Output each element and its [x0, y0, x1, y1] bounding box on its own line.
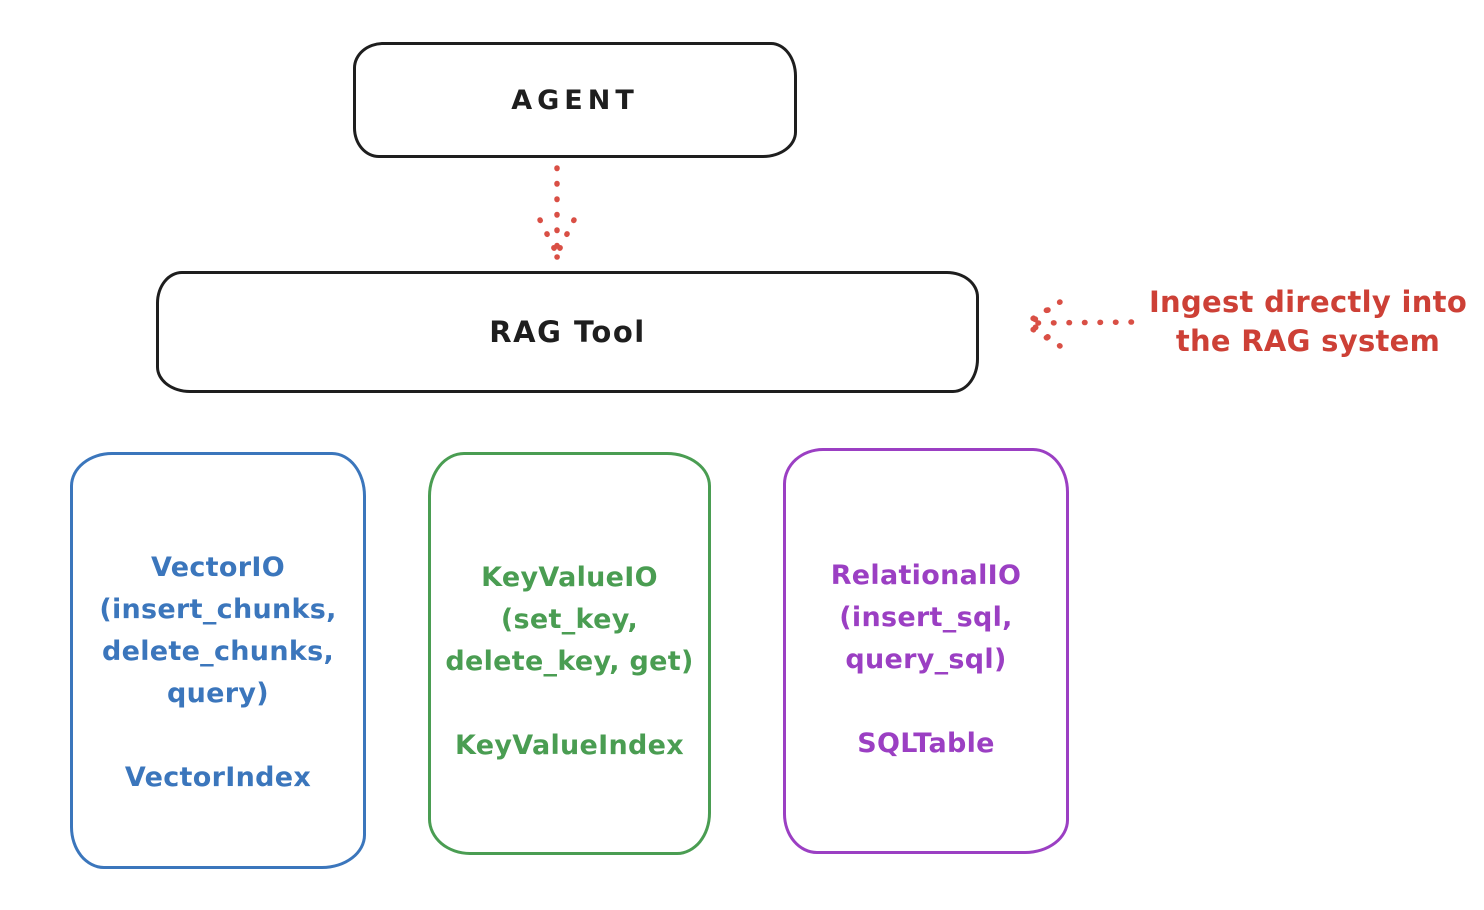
sql-table-label: SQLTable	[857, 728, 995, 759]
ingest-annotation: Ingest directly into the RAG system	[1138, 283, 1478, 361]
vector-io-title: VectorIO	[151, 552, 285, 583]
agent-box-label: AGENT	[511, 84, 639, 116]
vector-io-methods-line: delete_chunks,	[101, 636, 335, 667]
rag-tool-box: RAG Tool	[156, 271, 979, 393]
vector-io-box: VectorIO (insert_chunks, delete_chunks, …	[70, 452, 366, 869]
rag-tool-box-label: RAG Tool	[489, 315, 646, 349]
relational-io-methods-line: query_sql)	[845, 644, 1007, 675]
ingest-dotted-arrow-left-icon	[1021, 299, 1139, 349]
vector-io-methods-line: query)	[167, 678, 269, 709]
keyvalue-io-title: KeyValueIO	[481, 562, 658, 593]
vector-index-label: VectorIndex	[124, 762, 312, 793]
relational-io-box: RelationalIO (insert_sql, query_sql) SQL…	[783, 448, 1069, 854]
keyvalue-index-label: KeyValueIndex	[454, 730, 684, 761]
ingest-annotation-line2: the RAG system	[1175, 324, 1441, 358]
keyvalue-io-methods-line: delete_key, get)	[445, 646, 694, 677]
keyvalue-io-methods-line: (set_key,	[500, 604, 639, 635]
relational-io-methods-line: (insert_sql,	[839, 602, 1013, 633]
agent-to-ragtool-dotted-arrow-down-icon	[537, 165, 577, 260]
ingest-annotation-line1: Ingest directly into	[1148, 285, 1468, 319]
vector-io-methods-line: (insert_chunks,	[99, 594, 337, 625]
agent-box: AGENT	[353, 42, 797, 158]
relational-io-title: RelationalIO	[830, 560, 1022, 591]
keyvalue-io-box: KeyValueIO (set_key, delete_key, get) Ke…	[428, 452, 711, 855]
